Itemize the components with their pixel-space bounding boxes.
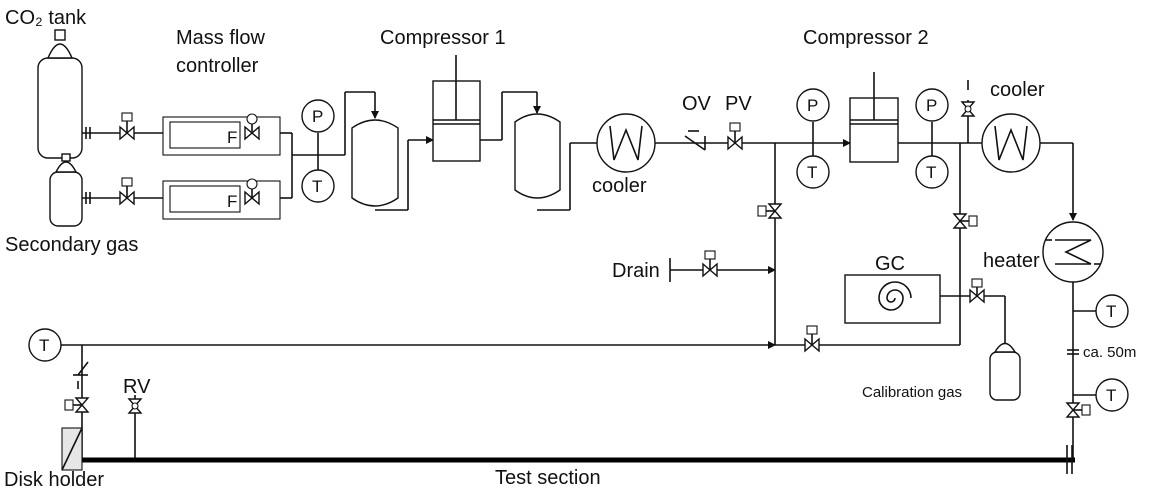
co2-tank-label: CO₂ tank — [5, 7, 87, 29]
valve-gc-branch — [952, 213, 978, 229]
valve-disk-holder — [64, 397, 90, 413]
valve-secondary-line — [119, 177, 135, 206]
valve-calibration — [969, 278, 985, 304]
temperature-gauge-test-inlet: T — [1095, 378, 1129, 412]
compressor-1 — [432, 55, 481, 162]
temperature-label: T — [926, 163, 936, 182]
mfc-valve-secondary — [244, 178, 260, 206]
compressor-2 — [849, 72, 899, 163]
ov-label: OV — [682, 93, 712, 115]
cooler-1 — [596, 113, 656, 173]
pressure-gauge-comp2-out: P — [915, 88, 949, 122]
calibration-gas-label: Calibration gas — [862, 384, 962, 401]
drain-valve — [702, 250, 718, 278]
cooler-2-label: cooler — [990, 79, 1045, 101]
drain-label: Drain — [612, 260, 660, 282]
temperature-gauge-return: T — [28, 328, 62, 362]
check-valve-return — [73, 361, 89, 389]
pressure-valve-pv — [727, 122, 743, 151]
temperature-gauge-heater-out: T — [1095, 294, 1129, 328]
temperature-label: T — [1106, 386, 1116, 405]
temperature-gauge-inlet: T — [301, 169, 335, 203]
relief-valve-rv — [127, 398, 143, 414]
temperature-label: T — [1106, 302, 1116, 321]
calibration-gas-bottle — [989, 342, 1021, 401]
co2-tank — [37, 29, 83, 159]
pv-label: PV — [725, 93, 752, 115]
disk-holder — [61, 427, 83, 471]
compressor-1-label: Compressor 1 — [380, 27, 506, 49]
gc-analyzer — [844, 274, 941, 324]
mass-flow-controller-co2: F — [162, 116, 281, 156]
gc-label: GC — [875, 253, 905, 275]
mass-flow-label-line2: controller — [176, 55, 259, 77]
buffer-vessel-2 — [514, 113, 561, 199]
pressure-label: P — [926, 96, 937, 115]
heater-label: heater — [983, 250, 1040, 272]
mass-flow-controller-secondary: F — [162, 180, 281, 220]
valve-drain-branch-vertical — [757, 203, 783, 219]
test-section-label: Test section — [495, 467, 601, 489]
cooler-2 — [981, 113, 1041, 173]
rv-label: RV — [123, 376, 151, 398]
check-valve-ov — [684, 130, 706, 151]
compressor-2-label: Compressor 2 — [803, 27, 929, 49]
temperature-gauge-comp2-in: T — [796, 155, 830, 189]
disk-holder-label: Disk holder — [4, 469, 104, 489]
pressure-gauge-comp2-in: P — [796, 88, 830, 122]
valve-return — [804, 325, 820, 353]
mfc-valve-co2 — [244, 113, 260, 141]
secondary-gas-bottle — [49, 153, 83, 227]
secondary-gas-label: Secondary gas — [5, 234, 138, 256]
pressure-gauge-inlet: P — [301, 99, 335, 133]
valve-co2-line — [119, 112, 135, 141]
distance-label: ca. 50m — [1083, 344, 1136, 361]
flow-label: F — [227, 128, 237, 147]
temperature-label: T — [312, 177, 322, 196]
temperature-gauge-comp2-out: T — [915, 155, 949, 189]
temperature-label: T — [39, 336, 49, 355]
mass-flow-label-line1: Mass flow — [176, 27, 265, 49]
heater — [1042, 221, 1104, 283]
valve-test-section-inlet — [1065, 402, 1091, 418]
bypass-valve-top — [960, 80, 976, 117]
buffer-vessel-1 — [351, 119, 399, 207]
temperature-label: T — [807, 163, 817, 182]
pressure-label: P — [312, 107, 323, 126]
cooler-1-label: cooler — [592, 175, 647, 197]
labels: CO₂ tank Mass flow controller Secondary … — [4, 7, 1136, 489]
flow-label: F — [227, 192, 237, 211]
pressure-label: P — [807, 96, 818, 115]
